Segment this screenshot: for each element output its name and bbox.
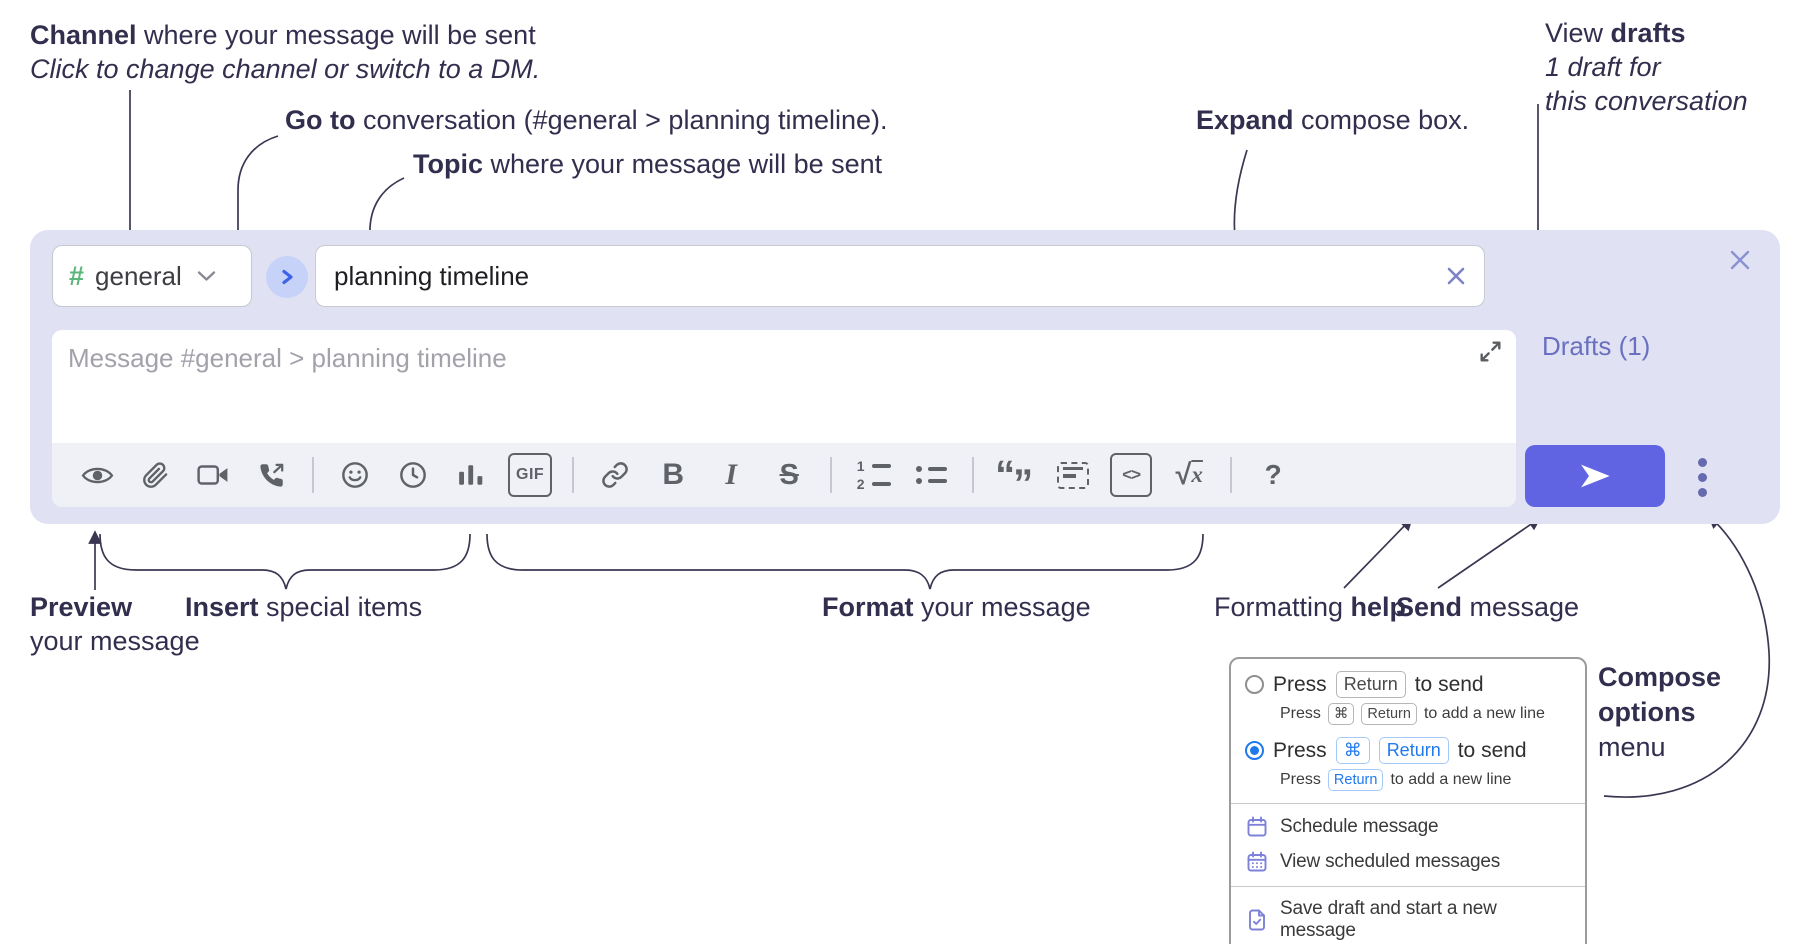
channel-selector[interactable]: # general <box>52 245 252 307</box>
message-formatting-help-icon[interactable]: ? <box>1252 453 1294 497</box>
send-option-cmd-return-subtext: Press Return to add a new line <box>1280 769 1577 791</box>
poll-icon[interactable] <box>450 453 492 497</box>
bulleted-list-icon[interactable] <box>910 453 952 497</box>
code-icon[interactable]: <> <box>1110 453 1153 497</box>
link-icon[interactable] <box>594 453 636 497</box>
time-icon[interactable] <box>392 453 434 497</box>
channel-hash-icon: # <box>69 260 85 291</box>
compose-toolbar: GIF B I S 1 2 “” <box>52 443 1516 507</box>
strikethrough-icon[interactable]: S <box>768 453 810 497</box>
annotation-insert: Insert special items <box>185 592 423 622</box>
annotation-topic: Topic where your message will be sent <box>413 149 883 179</box>
help-arrow <box>1343 516 1414 589</box>
calendar-icon <box>1247 816 1267 837</box>
channel-name: general <box>95 260 182 291</box>
menu-item-save-draft[interactable]: Save draft and start a new message <box>1245 898 1577 942</box>
annotation-format: Format your message <box>822 592 1091 622</box>
audio-call-icon[interactable] <box>250 453 292 497</box>
drafts-link[interactable]: Drafts (1) <box>1542 331 1651 361</box>
file-check-icon <box>1249 909 1265 931</box>
numbered-list-icon[interactable]: 1 2 <box>852 453 894 497</box>
preview-icon[interactable] <box>76 453 118 497</box>
kbd-return: Return <box>1327 769 1384 791</box>
annotation-channel: Channel where your message will be sent … <box>30 18 540 86</box>
annotation-channel-sub: Click to change channel or switch to a D… <box>30 54 541 84</box>
quote-icon[interactable]: “” <box>994 453 1036 504</box>
spoiler-icon[interactable] <box>1052 453 1094 497</box>
kbd-cmd: ⌘ <box>1327 703 1355 725</box>
menu-divider <box>1231 803 1585 804</box>
send-option-return[interactable]: Press Return to send <box>1245 671 1575 698</box>
send-button[interactable] <box>1525 445 1665 507</box>
italic-icon[interactable]: I <box>710 453 752 497</box>
compose-options-menu: Press Return to send Press ⌘ Return to a… <box>1229 657 1587 944</box>
calendar-days-icon <box>1247 851 1267 872</box>
expand-compose-icon[interactable] <box>1477 338 1504 365</box>
topic-value: planning timeline <box>334 260 530 291</box>
menu-item-view-scheduled-messages[interactable]: View scheduled messages <box>1245 850 1577 874</box>
menu-divider <box>1231 886 1585 887</box>
toolbar-divider <box>312 457 314 493</box>
annotation-expand: Expand compose box. <box>1196 105 1470 135</box>
toolbar-divider <box>1230 457 1233 493</box>
kbd-return: Return <box>1335 671 1406 698</box>
chevron-right-icon <box>282 269 293 285</box>
math-icon[interactable]: √x <box>1168 453 1210 497</box>
kbd-return: Return <box>1361 703 1417 725</box>
kbd-cmd: ⌘ <box>1335 737 1370 764</box>
toolbar-divider <box>572 457 575 493</box>
topic-input[interactable]: planning timeline <box>315 245 1485 307</box>
send-icon <box>1581 464 1610 488</box>
video-call-icon[interactable] <box>192 453 234 497</box>
chevron-down-icon <box>197 271 215 281</box>
go-to-conversation-button[interactable] <box>266 256 308 298</box>
menu-item-schedule-message[interactable]: Schedule message <box>1245 815 1577 839</box>
annotation-formatting-help: Formatting help <box>1214 592 1407 622</box>
send-arrow <box>1437 517 1542 589</box>
compose-options-ellipsis-icon[interactable] <box>1682 448 1722 506</box>
toolbar-divider <box>830 457 833 493</box>
toolbar-divider <box>972 457 975 493</box>
annotation-view-drafts: View drafts 1 draft for this conversatio… <box>1545 18 1748 116</box>
format-brace <box>486 533 1204 590</box>
annotation-preview: Preview your message <box>30 592 200 656</box>
message-placeholder: Message #general > planning timeline <box>68 343 507 373</box>
clear-topic-icon[interactable] <box>1444 264 1468 288</box>
gif-icon[interactable]: GIF <box>508 453 553 497</box>
annotation-compose-options: Compose options menu <box>1598 662 1722 762</box>
close-compose-icon[interactable] <box>1726 246 1754 274</box>
send-option-cmd-return[interactable]: Press ⌘ Return to send <box>1245 737 1575 764</box>
message-input[interactable]: Message #general > planning timeline <box>52 330 1516 443</box>
send-option-return-subtext: Press ⌘ Return to add a new line <box>1280 703 1577 725</box>
compose-box: # general planning timeline <box>30 230 1780 524</box>
kbd-return: Return <box>1378 737 1449 764</box>
attach-file-icon[interactable] <box>134 453 176 497</box>
insert-brace <box>99 533 471 590</box>
bold-icon[interactable]: B <box>652 453 694 497</box>
annotation-channel-rest: where your message will be sent <box>136 20 536 50</box>
annotation-send: Send message <box>1396 592 1580 622</box>
radio-selected-icon[interactable] <box>1245 741 1264 760</box>
emoji-icon[interactable] <box>334 453 376 497</box>
radio-unselected-icon[interactable] <box>1245 675 1264 694</box>
annotation-go-to: Go to conversation (#general > planning … <box>285 105 888 135</box>
annotation-channel-bold: Channel <box>30 20 137 50</box>
